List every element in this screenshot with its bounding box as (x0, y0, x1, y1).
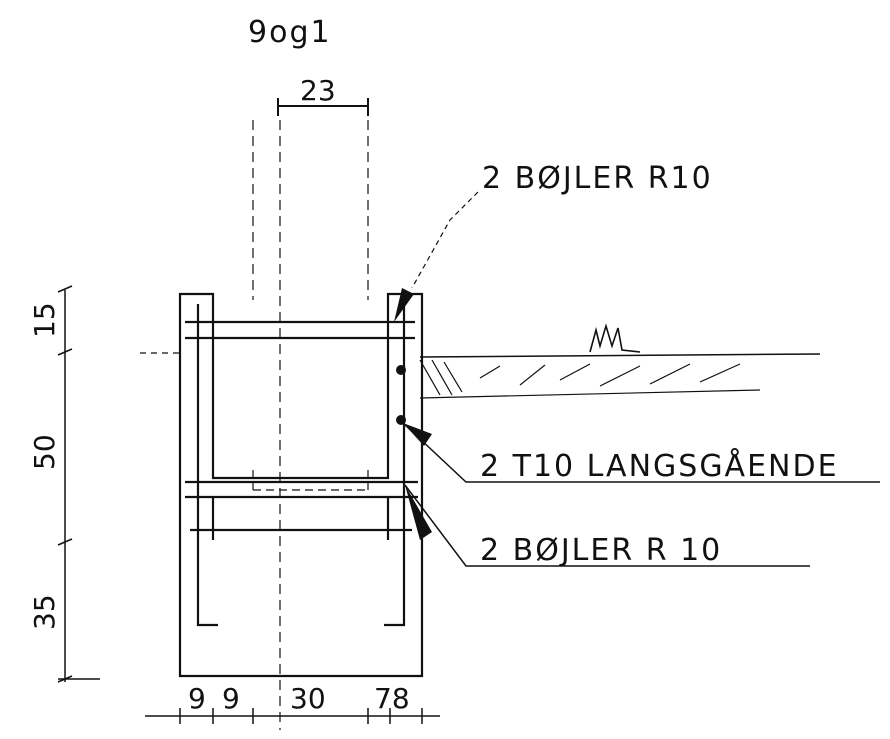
section-outline (178, 292, 424, 678)
longitudinal-bar-1 (396, 365, 406, 375)
top-dimension-line (277, 98, 369, 116)
drawing-title: 9og1 (248, 15, 332, 50)
leader-stirrup-top (394, 191, 479, 322)
ground-surface (140, 323, 821, 399)
label-stirrup-top: 2 BØJLER R10 (482, 161, 713, 196)
leader-stirrup-bottom (404, 484, 810, 567)
stirrup-top (185, 320, 415, 340)
leader-longitudinal (402, 422, 880, 483)
bottom-dimension-1: 9 (188, 682, 206, 715)
vertical-dimension-2: 50 (28, 434, 61, 470)
bottom-dimension-line (145, 708, 440, 724)
label-longitudinal: 2 T10 LANGSGÅENDE (480, 448, 839, 484)
stirrup-bottom (185, 480, 418, 532)
inner-dashed (252, 470, 369, 491)
vertical-dimension-line (57, 285, 100, 683)
vertical-dimension-3: 35 (28, 594, 61, 630)
stirrup-legs (196, 304, 406, 627)
bottom-dimension-4: 78 (374, 682, 410, 715)
axis-lines (252, 120, 369, 730)
top-dimension-label: 23 (300, 74, 336, 107)
bottom-dimension-3: 30 (290, 682, 326, 715)
label-stirrup-bottom: 2 BØJLER R 10 (480, 533, 722, 568)
bottom-dimension-2: 9 (222, 682, 240, 715)
vertical-dimension-1: 15 (28, 302, 61, 338)
